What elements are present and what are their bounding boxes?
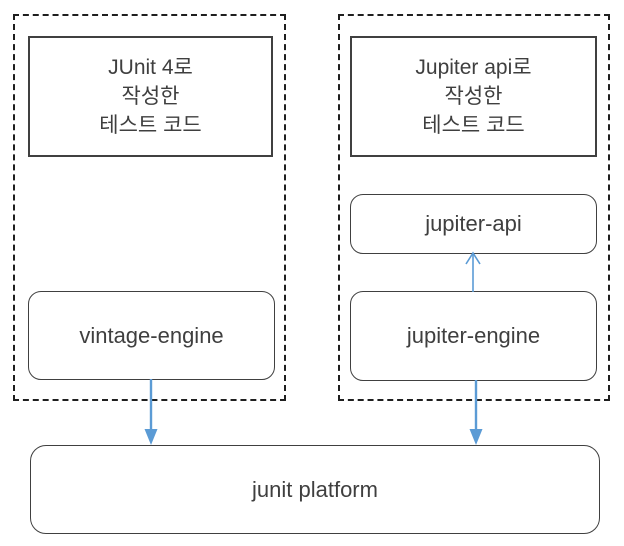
jupiter-engine-box: jupiter-engine <box>350 291 597 381</box>
jupiter-api-box: jupiter-api <box>350 194 597 254</box>
arrow-down-icon <box>469 380 483 445</box>
arrow-down-icon <box>144 379 158 445</box>
jupiter-api-label: jupiter-api <box>425 211 522 236</box>
vintage-engine-box: vintage-engine <box>28 291 275 380</box>
junit4-test-code-label: JUnit 4로 작성한 테스트 코드 <box>99 56 202 137</box>
arrow-up-icon <box>465 251 481 292</box>
junit-platform-box: junit platform <box>30 445 600 534</box>
jupiter-group-box <box>338 14 610 401</box>
jupiter-engine-label: jupiter-engine <box>406 323 541 348</box>
junit-platform-label: junit platform <box>252 476 378 502</box>
jupiter-test-code-box: Jupiter api로 작성한 테스트 코드 <box>350 36 597 157</box>
jupiter-test-code-label: Jupiter api로 작성한 테스트 코드 <box>415 56 532 137</box>
junit4-group-box <box>13 14 286 401</box>
vintage-engine-label: vintage-engine <box>79 322 224 348</box>
junit4-test-code-box: JUnit 4로 작성한 테스트 코드 <box>28 36 273 157</box>
